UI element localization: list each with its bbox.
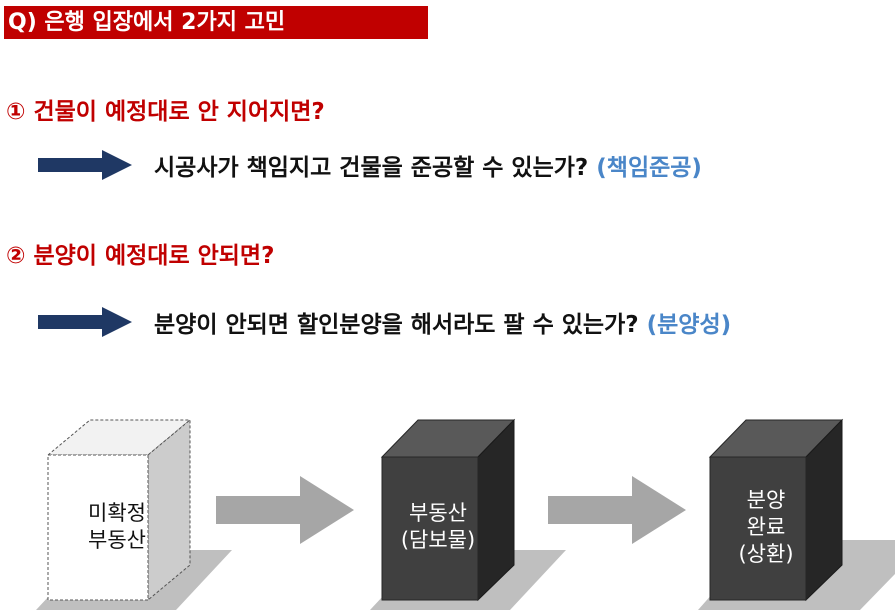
stage-label-unconfirmed: 미확정 부동산	[52, 500, 182, 554]
stage-arrow-2	[548, 476, 686, 544]
stage-label-line: (담보물)	[382, 527, 494, 554]
stage-label-line: 완료	[710, 514, 822, 541]
stage-label-line: 부동산	[382, 500, 494, 527]
stage-label-line: 분양	[710, 487, 822, 514]
stage-label-collateral: 부동산 (담보물)	[382, 500, 494, 554]
stage-label-line: (상환)	[710, 541, 822, 568]
stage-label-line: 미확정	[52, 500, 182, 527]
stage-label-line: 부동산	[52, 527, 182, 554]
stage-label-completed: 분양 완료 (상환)	[710, 487, 822, 568]
stage-arrow-1	[216, 476, 354, 544]
